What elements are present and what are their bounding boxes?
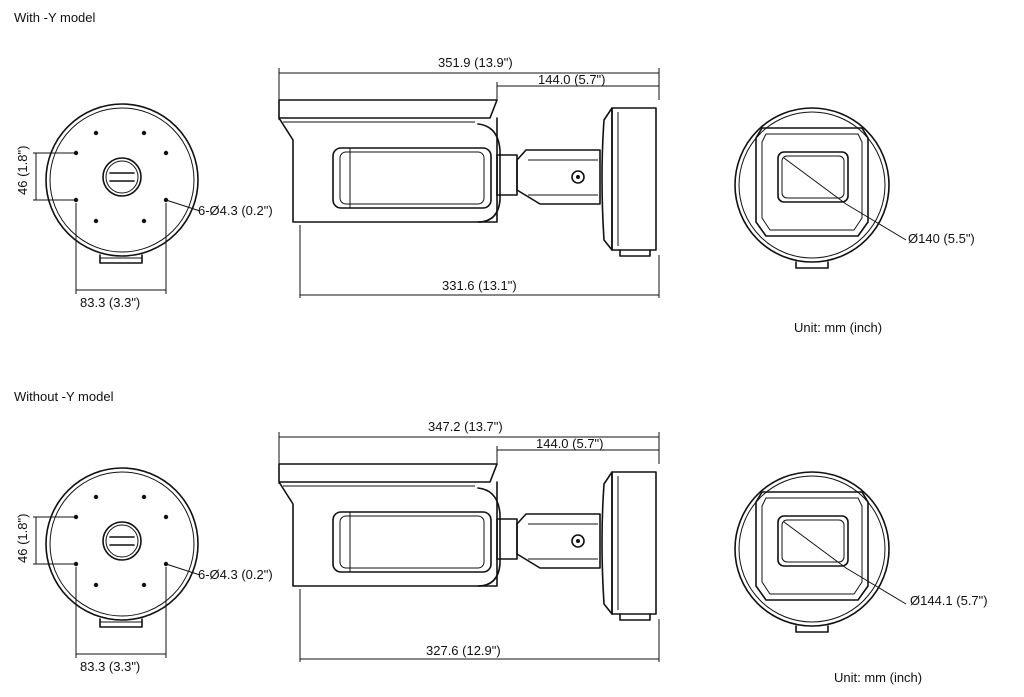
lens-diameter-dim: Ø144.1 (5.7") bbox=[910, 593, 988, 608]
camera-side-view bbox=[278, 431, 660, 663]
head-length-dim: 144.0 (5.7") bbox=[536, 436, 604, 451]
base-length-dim: 331.6 (13.1") bbox=[442, 278, 517, 293]
base-length-dim: 327.6 (12.9") bbox=[426, 643, 501, 658]
unit-label: Unit: mm (inch) bbox=[794, 320, 882, 335]
without-y-section: Without -Y model 46 (1.8") 83.3 (3.3") 6… bbox=[14, 389, 988, 685]
lens-front-view bbox=[734, 471, 907, 633]
lens-diameter-dim: Ø140 (5.5") bbox=[908, 231, 975, 246]
overall-length-dim: 347.2 (13.7") bbox=[428, 419, 503, 434]
front-height-dim: 46 (1.8") bbox=[15, 514, 30, 563]
camera-side-view bbox=[278, 67, 660, 299]
with-y-title: With -Y model bbox=[14, 10, 96, 25]
front-height-dim: 46 (1.8") bbox=[15, 146, 30, 195]
unit-label: Unit: mm (inch) bbox=[834, 670, 922, 685]
holes-dim: 6-Ø4.3 (0.2") bbox=[198, 567, 273, 582]
with-y-section: With -Y model 46 (1.8") 83.3 (3.3") 6-Ø4… bbox=[14, 10, 975, 335]
mount-front-view bbox=[32, 103, 201, 295]
head-length-dim: 144.0 (5.7") bbox=[538, 72, 606, 87]
overall-length-dim: 351.9 (13.9") bbox=[438, 55, 513, 70]
without-y-title: Without -Y model bbox=[14, 389, 114, 404]
lens-front-view bbox=[734, 107, 907, 269]
front-width-dim: 83.3 (3.3") bbox=[80, 295, 140, 310]
holes-dim: 6-Ø4.3 (0.2") bbox=[198, 203, 273, 218]
mount-front-view bbox=[32, 467, 201, 659]
front-width-dim: 83.3 (3.3") bbox=[80, 659, 140, 674]
